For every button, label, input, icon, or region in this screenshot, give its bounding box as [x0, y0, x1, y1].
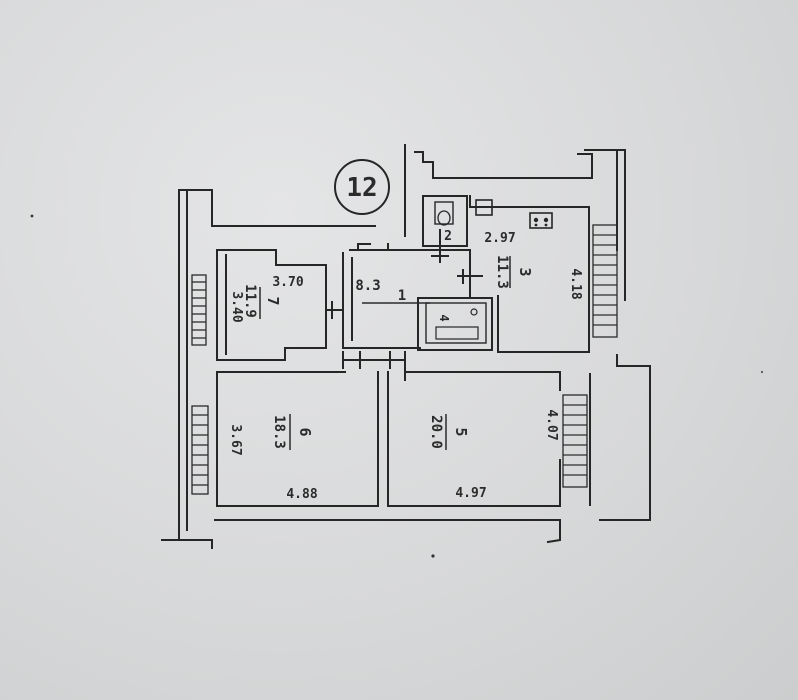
- corridor-walls: [342, 351, 406, 381]
- paper-speck: [760, 370, 764, 374]
- paper-speck: [431, 554, 435, 558]
- room-1-area: 8.3: [355, 278, 380, 294]
- room-6-length: 3.67: [228, 424, 243, 455]
- room-3-area: 11.3: [494, 255, 510, 289]
- room-5-width: 4.97: [455, 486, 486, 501]
- window-room-7: [191, 274, 207, 346]
- window-room-3: [592, 224, 618, 338]
- room-7-number: 7: [264, 296, 282, 305]
- room-6-width: 4.88: [286, 487, 317, 502]
- hall-1-walls: [342, 243, 471, 349]
- outer-walls: [161, 144, 651, 549]
- room-5-length: 4.07: [544, 409, 559, 440]
- stove-icon: [529, 212, 553, 229]
- room-6-number: 6: [296, 427, 314, 436]
- room-3-width: 2.97: [484, 231, 515, 246]
- room-5-walls: [387, 371, 561, 507]
- room-5-number: 5: [452, 427, 470, 436]
- door-marks: [327, 229, 483, 319]
- paper-speck: [30, 214, 34, 218]
- room-3-number: 3: [516, 267, 534, 276]
- flat-number: 12: [346, 173, 377, 203]
- window-room-5: [562, 394, 588, 488]
- flat-number-badge: 12: [334, 159, 390, 215]
- room-6-walls: [216, 371, 379, 507]
- bathroom-4-walls: [417, 297, 493, 351]
- room-7-area: 11.9: [242, 284, 258, 318]
- kitchen-3-walls: [469, 195, 590, 353]
- room-5-area: 20.0: [428, 415, 444, 449]
- room-7-length: 3.40: [229, 291, 244, 322]
- room-1-number: 1: [398, 288, 406, 304]
- room-7-walls: [216, 249, 327, 361]
- window-room-6: [191, 405, 209, 495]
- room-7-width: 3.70: [272, 275, 303, 290]
- room-3-length: 4.18: [568, 268, 583, 299]
- wc-2-walls: [422, 195, 468, 247]
- room-4-number: 4: [437, 314, 451, 321]
- room-2-number: 2: [444, 229, 452, 244]
- room-6-area: 18.3: [271, 415, 287, 449]
